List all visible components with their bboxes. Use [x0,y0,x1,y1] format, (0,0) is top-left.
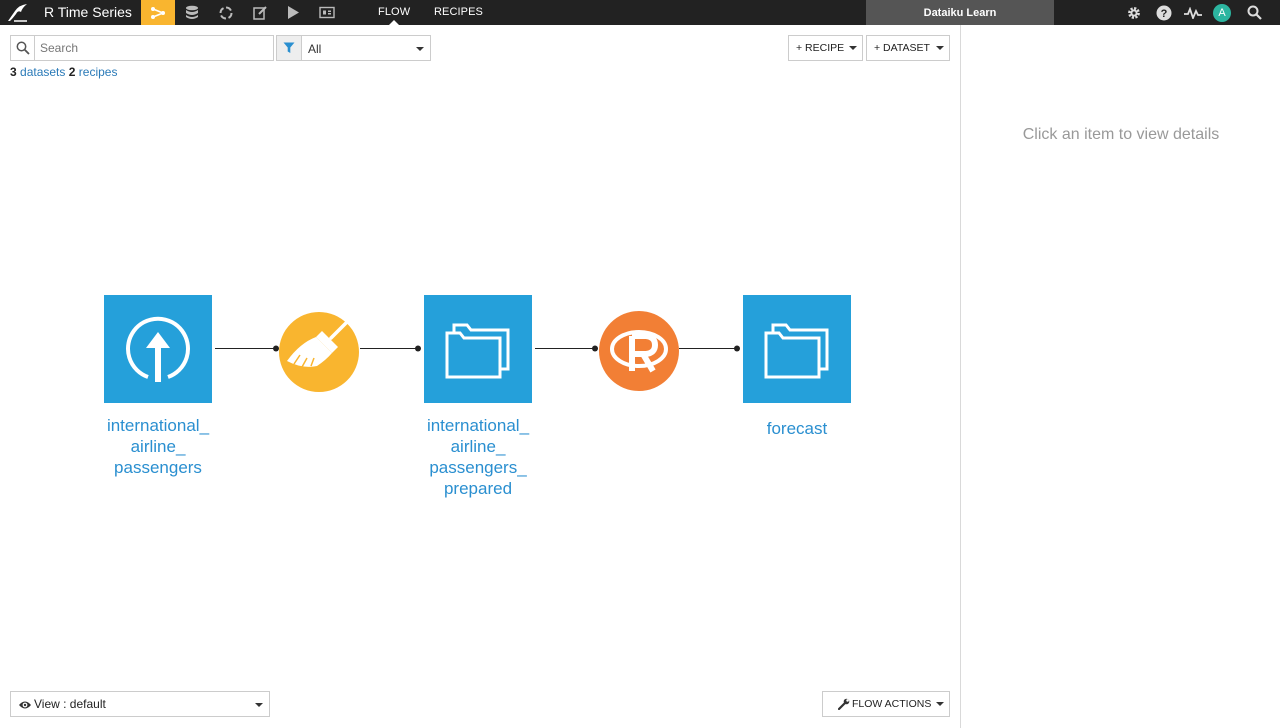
flow-canvas[interactable] [0,0,958,728]
top-navbar: R Time Series FLOW RECI [0,0,1280,25]
chevron-down-icon [849,46,857,50]
dataset-node-forecast[interactable] [743,295,851,403]
filter-funnel-button[interactable] [276,35,302,61]
view-select-label: View : default [34,697,106,711]
edge-port [734,345,740,352]
add-dataset-button[interactable]: + DATASET [866,35,950,61]
help-icon[interactable]: ? [1148,0,1180,25]
dataset-node-international-airline-passengers-prepared[interactable] [424,295,532,403]
add-recipe-button[interactable]: + RECIPE [788,35,863,61]
recipes-count: 2 [68,65,76,79]
upload-icon [126,316,190,382]
folder-icon [764,323,829,379]
user-avatar[interactable]: A [1213,4,1231,22]
tab-recipes[interactable]: RECIPES [434,6,483,18]
search-input[interactable] [36,36,272,60]
r-recipe-node[interactable] [599,311,679,391]
flow-edges [215,345,740,352]
edge-port [273,345,279,352]
recipes-link[interactable]: recipes [78,65,118,79]
r-logo-icon [610,330,668,373]
dataset-label-international-airline-passengers-prepared[interactable]: international_ airline_ passengers_ prep… [426,416,530,498]
wrench-icon [838,698,850,710]
project-title[interactable]: R Time Series [44,4,132,20]
broom-icon [287,318,351,368]
dataset-label-forecast[interactable]: forecast [766,419,828,438]
flow-actions-button[interactable]: FLOW ACTIONS [822,691,950,717]
search-box [10,35,274,61]
filter-select[interactable]: All [302,35,431,61]
activity-pulse-icon[interactable] [1177,0,1209,25]
edge-port [415,345,421,352]
details-panel: Click an item to view details [960,25,1280,728]
prepare-recipe-node[interactable] [279,312,359,392]
folder-icon [445,323,510,379]
chevron-down-icon [936,46,944,50]
notebook-icon[interactable] [243,0,277,25]
flow-stats: 3 datasets 2 recipes [10,65,117,79]
dashboard-icon[interactable] [310,0,344,25]
instance-name[interactable]: Dataiku Learn [866,0,1054,25]
active-tab-indicator [389,20,399,25]
dataiku-bird-logo-icon[interactable] [5,2,31,23]
tab-flow[interactable]: FLOW [378,6,411,18]
edge-port [592,345,598,352]
jobs-play-icon[interactable] [276,0,310,25]
add-recipe-label: + RECIPE [796,42,845,54]
search-icon [11,36,35,60]
add-dataset-label: + DATASET [874,42,930,54]
flow-icon[interactable] [141,0,175,25]
chevron-down-icon [936,702,944,706]
filter-select-value: All [308,42,322,56]
chevron-down-icon [255,703,263,707]
datasets-link[interactable]: datasets [20,65,66,79]
view-select[interactable]: View : default [10,691,270,717]
dataset-node-international-airline-passengers[interactable] [104,295,212,403]
gear-icon[interactable] [1118,0,1150,25]
datasets-icon[interactable] [175,0,209,25]
eye-icon [19,701,31,709]
funnel-icon [283,42,295,53]
chevron-down-icon [416,47,424,51]
global-search-icon[interactable] [1238,0,1270,25]
details-placeholder: Click an item to view details [1022,126,1220,143]
recipes-cycle-icon[interactable] [209,0,243,25]
svg-text:?: ? [1161,8,1168,20]
datasets-count: 3 [10,65,17,79]
dataset-label-international-airline-passengers[interactable]: international_ airline_ passengers [106,416,210,477]
flow-actions-label: FLOW ACTIONS [852,698,932,710]
